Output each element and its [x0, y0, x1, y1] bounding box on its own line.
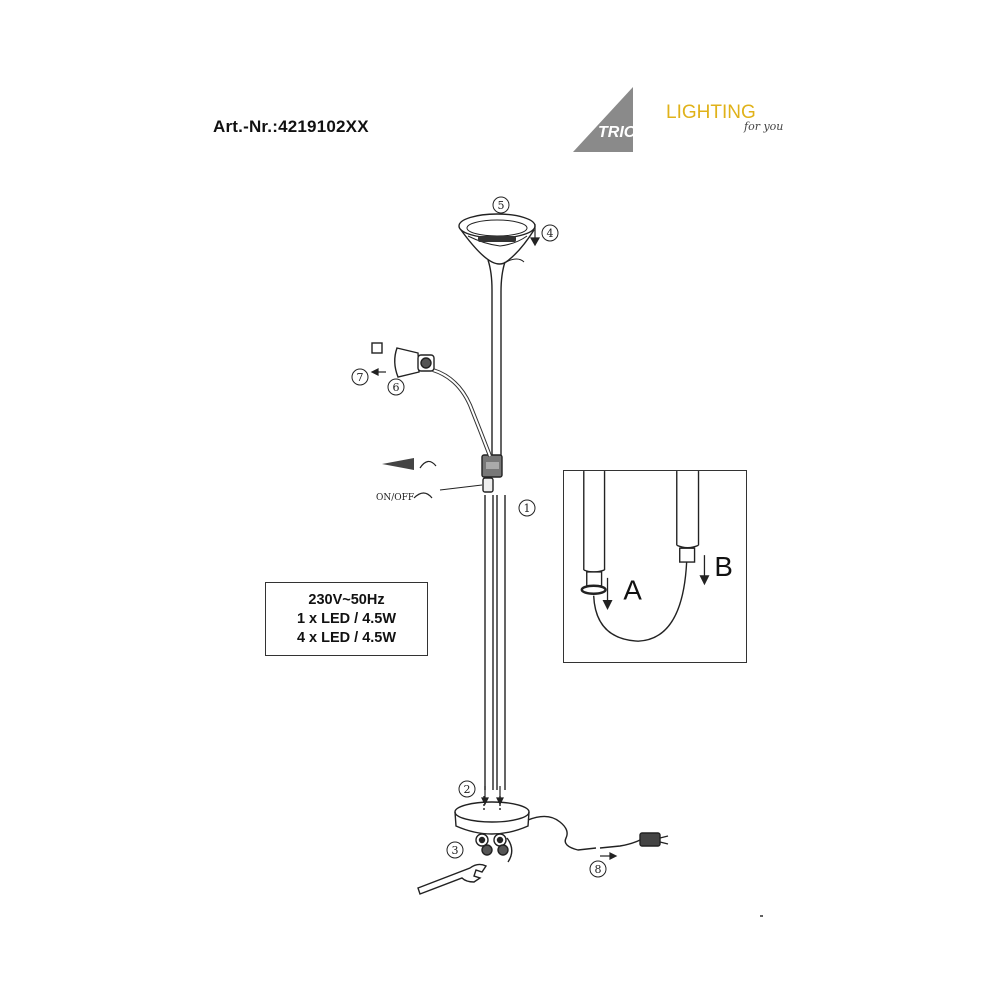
spanner-tool: [417, 863, 488, 895]
ring-a: [580, 584, 607, 595]
power-cable: [527, 815, 597, 851]
step-2-marker: [458, 780, 476, 798]
logo-triangle: [573, 87, 633, 152]
spec-led-2: 4 x LED / 4.5W: [296, 629, 397, 646]
step-1-label: 1: [524, 502, 531, 515]
power-adapter: [639, 832, 661, 847]
spec-box: 230V~50Hz 1 x LED / 4.5W 4 x LED / 4.5W: [265, 582, 428, 656]
detail-cable: [592, 562, 688, 642]
base-plate: [454, 801, 530, 823]
detach-arrow: [382, 458, 414, 470]
step-7-label: 7: [357, 371, 364, 384]
logo-tagline-main: LIGHTING: [666, 102, 756, 123]
spec-voltage: 230V~50Hz: [308, 591, 385, 608]
logo-brand: TRIO: [598, 124, 637, 141]
step-8-marker: [589, 860, 607, 878]
step-6-marker: [387, 378, 405, 396]
base-side: [454, 811, 530, 835]
uplight-bowl: [458, 213, 536, 239]
step-4-label: 4: [547, 227, 554, 240]
step-7-marker: [351, 368, 369, 386]
detail-label-b: B: [714, 551, 732, 582]
on-off-switch: [482, 477, 494, 493]
gooseneck-arm: [432, 368, 492, 457]
step-1-marker: [518, 499, 536, 517]
article-number: Art.-Nr.:4219102XX: [213, 117, 369, 136]
pole-neck-left: [487, 259, 493, 345]
step-8-label: 8: [595, 863, 602, 876]
spec-led-1: 1 x LED / 4.5W: [296, 610, 397, 627]
step-3-marker: [446, 841, 464, 859]
led-board: [478, 236, 516, 242]
led-bulb-small: [371, 342, 383, 354]
bowl-underside: [460, 229, 535, 265]
trio-lighting-logo: TRIO LIGHTING for you: [573, 87, 783, 152]
on-off-label: ON/OFF: [376, 493, 414, 503]
step-2-label: 2: [464, 783, 471, 796]
step-4-marker: [541, 224, 559, 242]
cable-connection-detail: A B: [563, 470, 747, 663]
step-6-label: 6: [393, 381, 400, 394]
pole-neck-right: [500, 261, 506, 345]
detail-label-a: A: [623, 575, 642, 606]
step-5-label: 5: [498, 199, 505, 212]
step-5-marker: [492, 196, 510, 214]
reading-lamp-head: [394, 347, 420, 378]
step-3-label: 3: [452, 844, 459, 857]
logo-tagline-sub: for you: [743, 120, 783, 133]
